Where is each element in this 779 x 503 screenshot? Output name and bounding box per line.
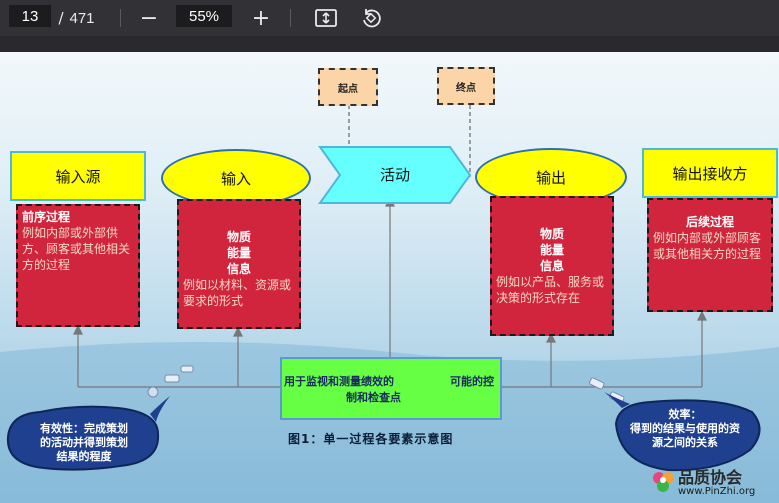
predecessor-title: 前序过程 <box>22 210 71 224</box>
output-detail-body: 例如以产品、服务或决策的形式存在 <box>496 275 605 305</box>
page-separator: / <box>58 9 64 27</box>
output-receiver-box: 输出接收方 <box>642 148 778 198</box>
input-item-info: 信息 <box>226 262 251 276</box>
pdf-toolbar: 13 / 471 − 55% + <box>0 0 779 36</box>
successor-body: 例如内部或外部顾客或其他相关方的过程 <box>653 231 762 261</box>
control-points-box: 用于监视和测量绩效的 可能的控 制和检查点 <box>280 357 502 420</box>
input-detail-body: 例如以材料、资源或要求的形式 <box>183 278 292 308</box>
input-ellipse: 输入 <box>161 149 311 207</box>
control-text-a: 用于监视和测量绩效的 <box>284 375 394 388</box>
output-item-info: 信息 <box>539 259 564 273</box>
toolbar-divider <box>290 9 291 27</box>
figure-caption: 图1：单一过程各要素示意图 <box>288 432 454 446</box>
rotate-button[interactable] <box>358 0 384 36</box>
input-source-label: 输入源 <box>55 167 101 186</box>
input-item-energy: 能量 <box>226 246 251 260</box>
output-detail-box: 物质 能量 信息 例如以产品、服务或决策的形式存在 <box>490 196 614 336</box>
toolbar-divider <box>120 9 121 27</box>
zoom-out-button[interactable]: − <box>139 5 159 31</box>
fit-page-icon <box>315 9 337 27</box>
successor-process-box: 后续过程 例如内部或外部顾客或其他相关方的过程 <box>647 198 773 312</box>
predecessor-process-box: 前序过程 例如内部或外部供方、顾客或其他相关方的过程 <box>16 204 140 327</box>
control-text-c: 制和检查点 <box>346 391 401 404</box>
start-point-tag: 起点 <box>318 68 378 106</box>
fit-page-button[interactable] <box>313 0 339 36</box>
predecessor-body: 例如内部或外部供方、顾客或其他相关方的过程 <box>22 226 131 272</box>
efficiency-title: 效率： <box>668 408 702 421</box>
probe-icon <box>147 365 625 404</box>
watermark-url: www.PinZhi.org <box>678 486 756 497</box>
efficiency-bubble: 效率： 得到的结果与使用的资源之间的关系 <box>630 408 740 450</box>
slide-page: 起点 终点 输入源 输入 活动 输出 输出接收方 前序过程 例如内部或外部供方、… <box>0 52 779 503</box>
successor-title: 后续过程 <box>685 215 734 229</box>
input-detail-box: 物质 能量 信息 例如以材料、资源或要求的形式 <box>177 199 301 329</box>
output-item-matter: 物质 <box>539 227 564 241</box>
end-point-label: 终点 <box>456 82 476 94</box>
page-number-input[interactable]: 13 <box>9 5 51 27</box>
activity-label: 活动 <box>379 166 410 184</box>
start-point-label: 起点 <box>338 83 358 95</box>
output-item-energy: 能量 <box>539 243 564 257</box>
efficiency-body: 得到的结果与使用的资源之间的关系 <box>630 422 740 449</box>
rotate-icon <box>363 9 381 28</box>
zoom-level-input[interactable]: 55% <box>176 5 232 27</box>
zoom-in-button[interactable]: + <box>251 5 271 31</box>
input-source-box: 输入源 <box>10 151 146 201</box>
flower-logo-icon <box>653 472 674 492</box>
output-label: 输出 <box>535 168 566 187</box>
control-text-b: 可能的控 <box>450 375 494 388</box>
input-label: 输入 <box>220 169 251 188</box>
watermark-name: 品质协会 <box>678 468 743 487</box>
input-item-matter: 物质 <box>226 230 251 244</box>
watermark: 品质协会 www.PinZhi.org <box>650 462 776 502</box>
end-point-tag: 终点 <box>437 67 495 105</box>
effectiveness-bubble: 有效性：完成策划的活动并得到策划结果的程度 <box>40 422 128 463</box>
toolbar-gap <box>0 36 779 52</box>
output-receiver-label: 输出接收方 <box>672 164 748 183</box>
page-total: 471 <box>69 9 95 27</box>
